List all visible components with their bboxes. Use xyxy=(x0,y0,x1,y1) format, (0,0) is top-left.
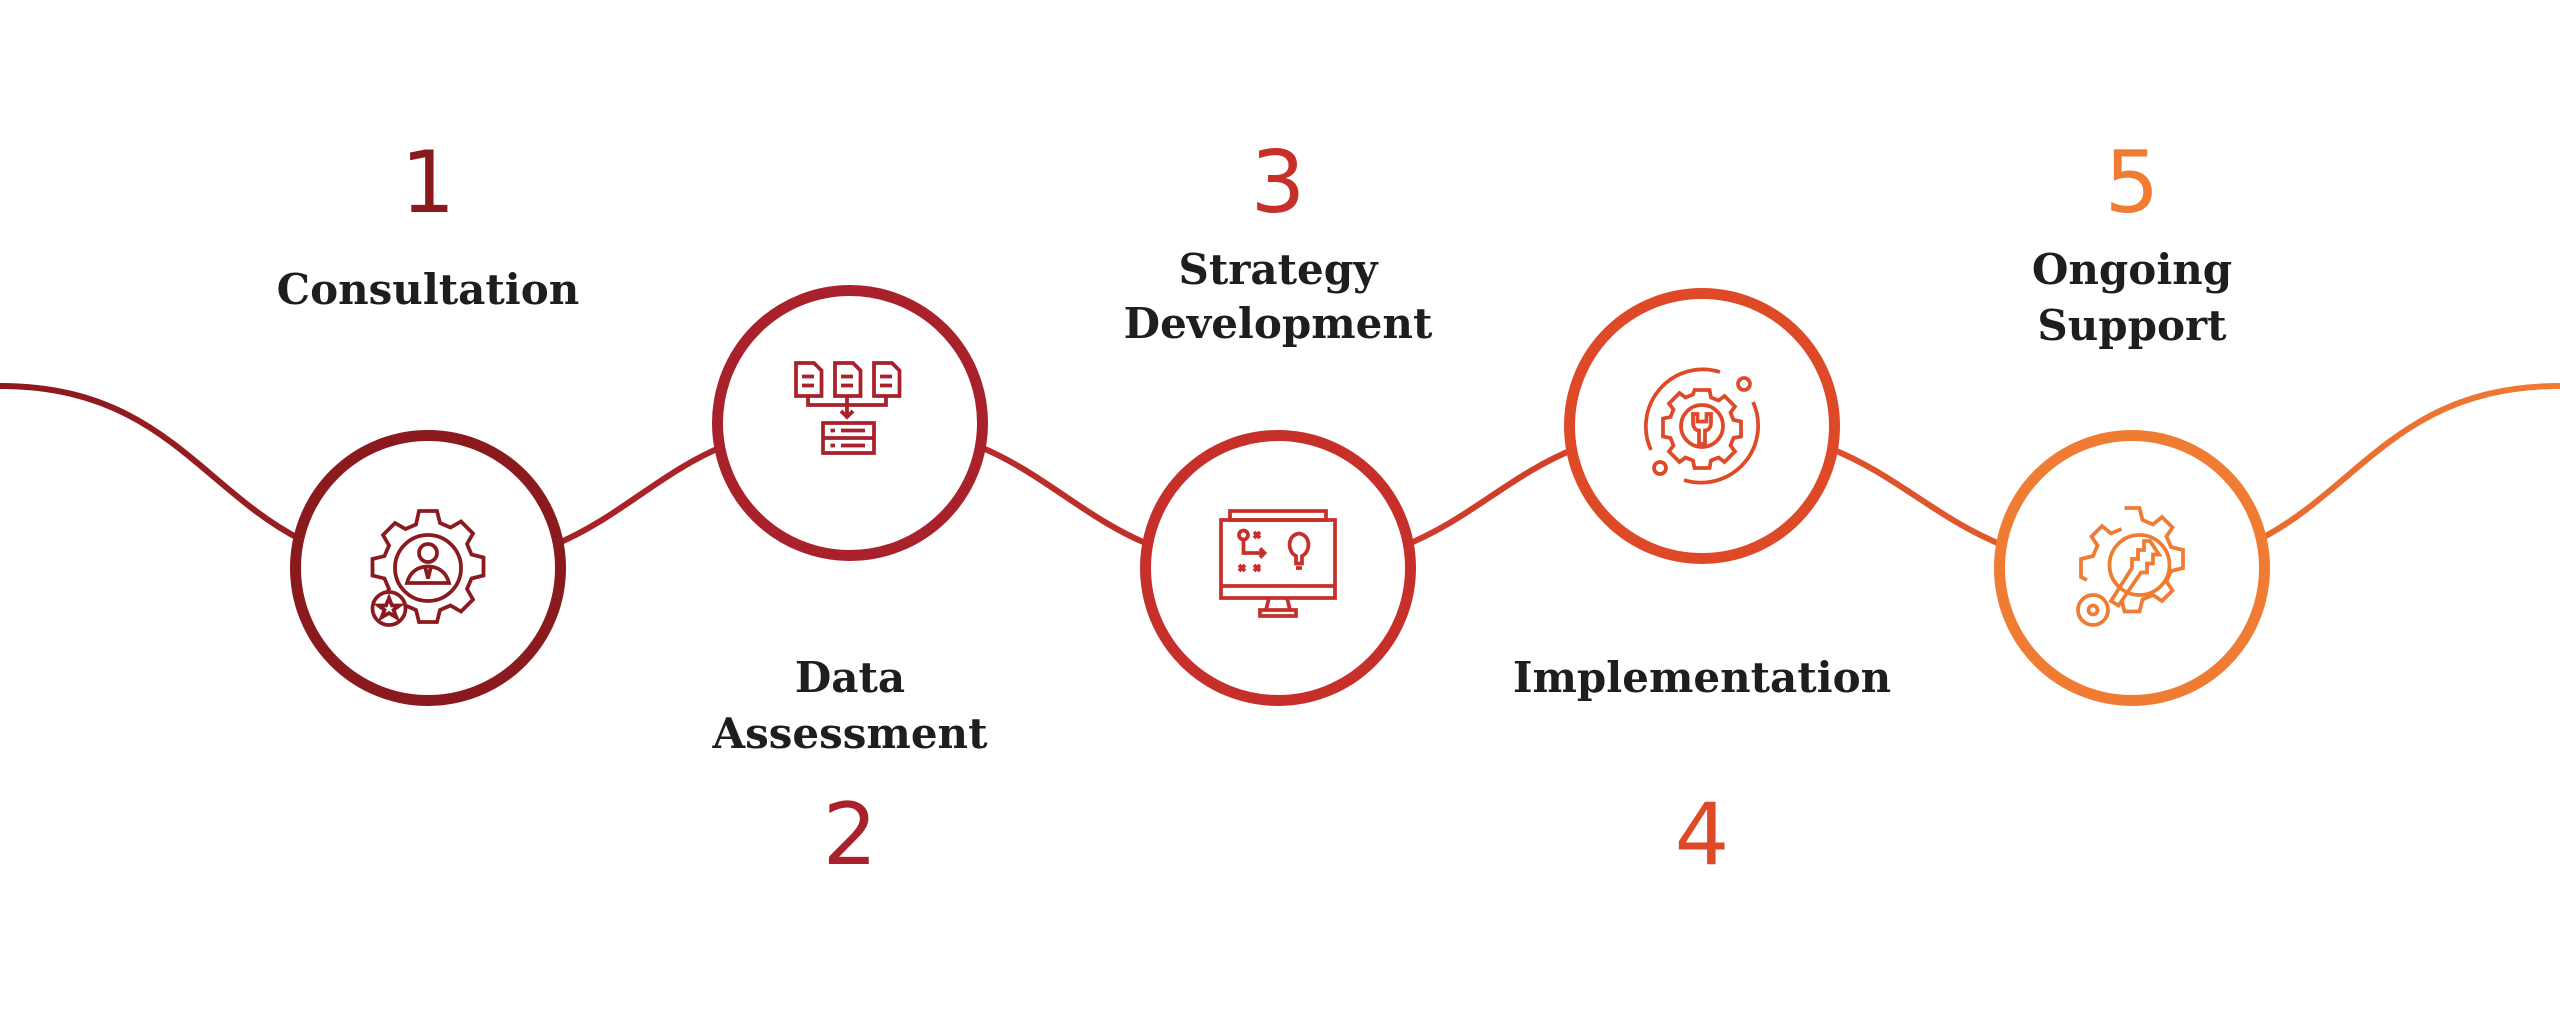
step-3-number: 3 xyxy=(1250,133,1306,233)
step-3-circle xyxy=(1140,430,1416,706)
step-4-circle xyxy=(1564,288,1840,564)
step-4-title: Implementation xyxy=(1512,653,1892,702)
documents-to-server-icon xyxy=(794,361,902,455)
gear-wrench-icon xyxy=(1643,367,1761,485)
step-5-number: 5 xyxy=(2104,133,2160,233)
step-5-title-line-1: Ongoing xyxy=(2031,245,2233,294)
step-1-number: 1 xyxy=(400,133,456,233)
step-3-title-line-2: Development xyxy=(1123,299,1433,348)
gear-person-star-icon xyxy=(370,509,486,627)
step-4-number: 4 xyxy=(1674,785,1730,885)
step-1-title: Consultation xyxy=(276,265,580,314)
step-1-circle xyxy=(290,430,566,706)
gear-key-icon xyxy=(2076,506,2185,627)
step-5-circle xyxy=(1994,430,2270,706)
step-2-title-line-1: Data xyxy=(794,653,906,702)
monitor-strategy-icon xyxy=(1219,509,1337,618)
step-3-title-line-1: Strategy xyxy=(1178,245,1378,294)
step-5-title-line-2: Support xyxy=(2037,301,2227,350)
step-2-title-line-2: Assessment xyxy=(712,709,988,758)
step-2-number: 2 xyxy=(822,785,878,885)
step-2-circle xyxy=(712,285,988,561)
